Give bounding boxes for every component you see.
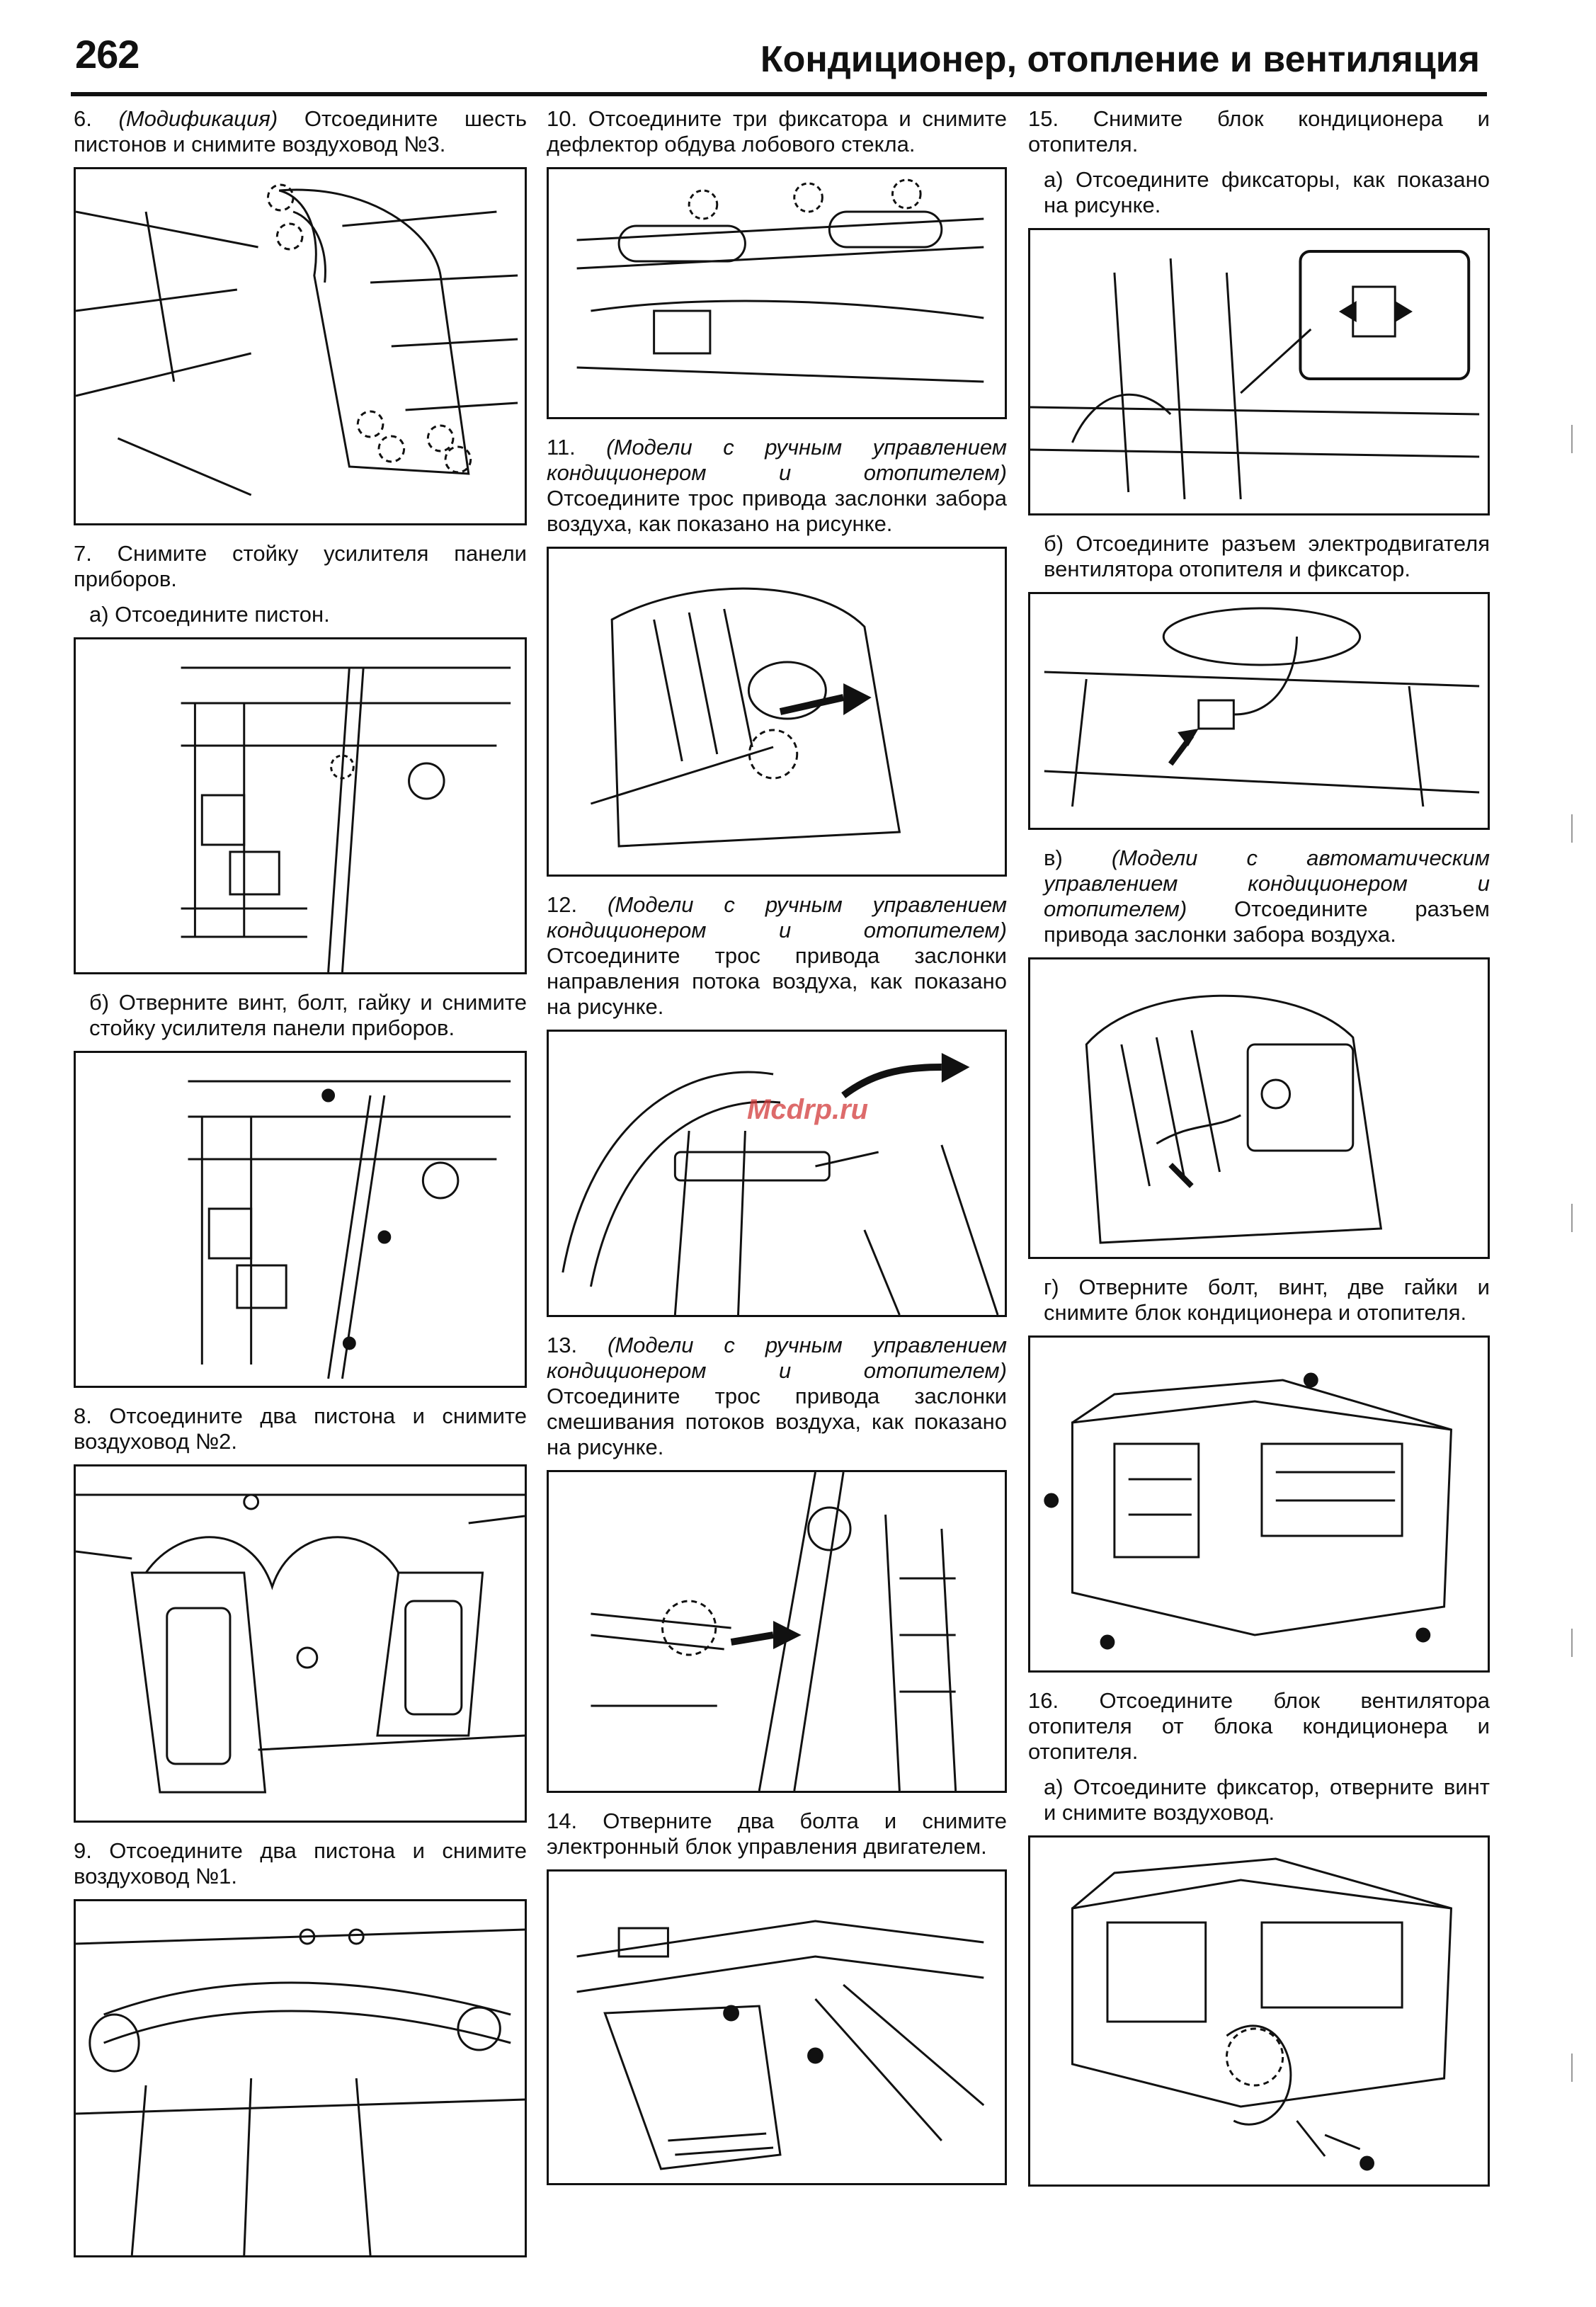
step-7b-text: б) Отверните винт, болт, гайку и снимите… [89, 990, 527, 1040]
figure-ac-unit-removal [1028, 1335, 1490, 1673]
step-15a-text: а) Отсоедините фиксаторы, как показано н… [1044, 167, 1490, 217]
step-6-text: 6. (Модификация) Отсоедините шесть писто… [74, 106, 528, 156]
figure-defroster-nozzle [547, 167, 1007, 419]
step-15v-text: в) (Модели с автоматическим управлением … [1044, 845, 1490, 947]
step-7-text: 7. Снимите стойку усилителя панели прибо… [74, 541, 527, 591]
column-1: 6. (Модификация) Отсоедините шесть писто… [74, 106, 527, 2273]
step-16-text: 16. Отсоедините блок вентилятора отопите… [1028, 1688, 1490, 1764]
figure-air-duct-2 [74, 1464, 527, 1823]
figure-clamps [1028, 228, 1490, 515]
page-number: 262 [75, 32, 139, 76]
column-3: 15. Снимите блок кондиционера и отопител… [1028, 106, 1490, 2202]
figure-blower-duct [1028, 1835, 1490, 2187]
page-header: 262 Кондиционер, отопление и вентиляция [71, 28, 1487, 96]
figure-air-inlet-cable [547, 547, 1007, 877]
page-edge-marks [1558, 0, 1586, 2303]
figure-reinforcement-pin [74, 637, 527, 974]
figure-reinforcement-bolts [74, 1051, 527, 1388]
figure-air-inlet-servo [1028, 957, 1490, 1259]
figure-air-mix-cable [547, 1470, 1007, 1793]
figure-air-flow-cable: Mcdrp.ru [547, 1030, 1007, 1317]
step-13-text: 13. (Модели с ручным управлением кондици… [547, 1333, 1007, 1459]
figure-air-duct-1 [74, 1899, 527, 2257]
page-title: Кондиционер, отопление и вентиляция [760, 39, 1480, 80]
step-15-text: 15. Снимите блок кондиционера и отопител… [1028, 106, 1490, 156]
step-9-text: 9. Отсоедините два пистона и снимите воз… [74, 1838, 527, 1889]
watermark: Mcdrp.ru [747, 1094, 869, 1125]
step-15g-text: г) Отверните болт, винт, две гайки и сни… [1044, 1275, 1490, 1325]
figure-blower-connector [1028, 592, 1490, 830]
step-7a-text: а) Отсоедините пистон. [89, 602, 330, 627]
step-15b-text: б) Отсоедините разъем электродвигателя в… [1044, 531, 1490, 581]
figure-air-duct-3 [74, 167, 527, 525]
step-11-text: 11. (Модели с ручным управлением кондици… [547, 435, 1007, 536]
column-2: 10. Отсоедините три фиксатора и снимите … [547, 106, 1007, 2201]
step-10-text: 10. Отсоедините три фиксатора и снимите … [547, 106, 1007, 156]
step-16a-text: а) Отсоедините фиксатор, отверните винт … [1044, 1775, 1490, 1825]
step-12-text: 12. (Модели с ручным управлением кондици… [547, 892, 1007, 1019]
figure-ecu [547, 1869, 1007, 2185]
step-8-text: 8. Отсоедините два пистона и снимите воз… [74, 1403, 527, 1454]
step-14-text: 14. Отверните два болта и снимите электр… [547, 1808, 1007, 1859]
